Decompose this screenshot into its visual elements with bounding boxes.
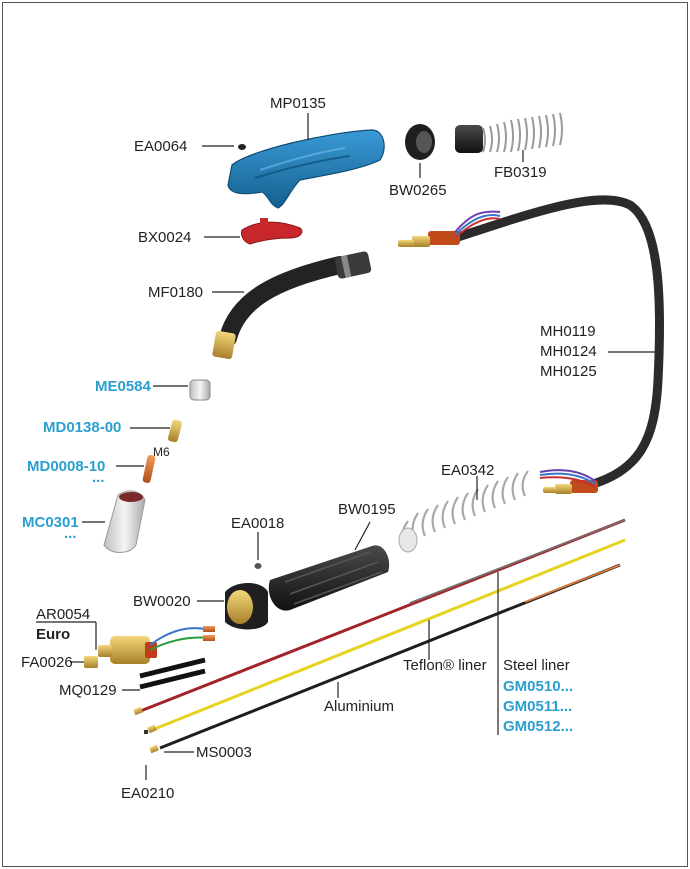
label-mc0301: MC0301: [22, 514, 79, 531]
neck-icon: [212, 251, 372, 360]
label-bx0024: BX0024: [138, 229, 191, 246]
main-cable: [450, 195, 665, 490]
label-fb0319: FB0319: [494, 164, 547, 181]
label-ea0018: EA0018: [231, 515, 284, 532]
diffuser-icon: [189, 379, 211, 401]
contact-tip-icon: [142, 455, 156, 483]
label-ea0210: EA0210: [121, 785, 174, 802]
small-screw-icon: [254, 563, 262, 569]
torch-handle-icon: [227, 129, 385, 209]
tip-adaptor-icon: [167, 419, 183, 443]
label-ms0003: MS0003: [196, 744, 252, 761]
insulating-tube-icon: [139, 657, 206, 690]
label-md0138: MD0138-00: [43, 419, 121, 436]
label-bw0195: BW0195: [338, 501, 396, 518]
spring-icon: [455, 112, 563, 153]
liners-icon: [133, 518, 626, 754]
leader-lines: [36, 113, 656, 780]
label-ar0054: AR0054: [36, 606, 90, 623]
label-md0008: MD0008-10: [27, 458, 105, 475]
euro-connector-icon: [98, 626, 215, 664]
label-mh0125: MH0125: [540, 363, 597, 380]
label-mh0119: MH0119: [540, 323, 596, 340]
label-euro: Euro: [36, 626, 70, 643]
label-gm0512: GM0512...: [503, 718, 573, 735]
label-bw0265: BW0265: [389, 182, 447, 199]
ring-icon: [405, 124, 435, 160]
label-steel-liner: Steel liner: [503, 657, 570, 674]
label-teflon-liner: Teflon® liner: [403, 657, 487, 674]
label-mp0135: MP0135: [270, 95, 326, 112]
label-gm0511: GM0511...: [503, 698, 572, 715]
label-md0008-more: ...: [92, 469, 105, 486]
label-ea0064: EA0064: [134, 138, 187, 155]
trigger-icon: [241, 218, 303, 245]
label-mf0180: MF0180: [148, 284, 203, 301]
label-fa0026: FA0026: [21, 654, 73, 671]
cable-spring-icon: [398, 470, 529, 553]
cable-upper-end-icon: [398, 210, 501, 247]
connector-nut-icon: [225, 583, 268, 630]
label-aluminium: Aluminium: [324, 698, 394, 715]
label-mq0129: MQ0129: [59, 682, 117, 699]
nozzle-icon: [103, 490, 146, 553]
fa-nut-icon: [84, 656, 98, 668]
label-m6: M6: [153, 445, 170, 459]
label-bw0020: BW0020: [133, 593, 191, 610]
cable-lower-end-icon: [539, 469, 598, 494]
label-gm0510: GM0510...: [503, 678, 573, 695]
label-mh0124: MH0124: [540, 343, 597, 360]
label-me0584: ME0584: [95, 378, 152, 395]
screw-icon: [238, 144, 246, 150]
grip-icon: [268, 545, 390, 611]
label-ea0342: EA0342: [441, 462, 494, 479]
label-mc0301-more: ...: [64, 525, 77, 542]
